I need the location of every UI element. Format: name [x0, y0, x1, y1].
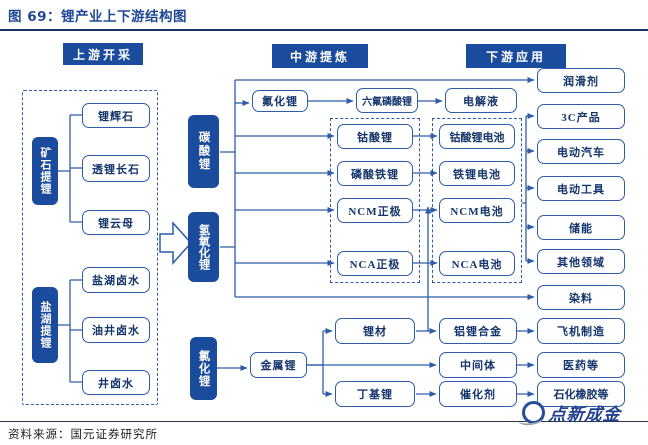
node-nca-cathode: NCA正极 — [337, 251, 413, 276]
node-brine-extraction: 盐湖提锂 — [32, 287, 58, 363]
node-salt-lake-brine: 盐湖卤水 — [82, 267, 150, 293]
cathode-group-frame — [330, 118, 420, 283]
node-lubricant: 润滑剂 — [537, 68, 625, 93]
node-ev: 电动汽车 — [537, 139, 625, 164]
node-ore-extraction: 矿石提锂 — [32, 137, 58, 205]
node-electrolyte: 电解液 — [445, 88, 517, 113]
node-3c-products: 3C产品 — [537, 104, 625, 129]
node-lipf6: 六氟磷酸锂 — [356, 88, 418, 113]
node-spodumene: 锂辉石 — [82, 103, 150, 128]
node-oil-well-brine: 油井卤水 — [82, 317, 150, 343]
node-intermediate: 中间体 — [439, 352, 517, 378]
node-catalyst: 催化剂 — [439, 381, 517, 407]
title-divider — [0, 29, 648, 31]
stage-badge-upstream: 上游开采 — [63, 43, 143, 65]
node-petalite: 透锂长石 — [82, 155, 150, 182]
node-other-fields: 其他领域 — [537, 249, 625, 274]
node-well-brine: 井卤水 — [82, 370, 150, 395]
figure-title: 图 69：锂产业上下游结构图 — [8, 9, 187, 25]
node-lco-cathode: 钴酸锂 — [337, 124, 413, 149]
watermark: 点新成金 — [522, 400, 622, 425]
node-butyllithium: 丁基锂 — [335, 381, 415, 407]
node-lithium-hydroxide: 氢氧化锂 — [188, 212, 219, 282]
footer-divider — [0, 421, 648, 423]
node-nca-battery: NCA电池 — [439, 251, 515, 276]
source-note: 资料来源：国元证券研究所 — [8, 429, 158, 441]
node-energy-storage: 储能 — [537, 215, 625, 240]
stage-badge-downstream: 下游应用 — [466, 44, 566, 68]
node-lco-battery: 钴酸锂电池 — [439, 124, 515, 149]
node-ncm-battery: NCM电池 — [439, 198, 515, 223]
node-aircraft: 飞机制造 — [537, 318, 625, 344]
watermark-logo-icon — [522, 401, 545, 424]
flow-arrow — [159, 221, 193, 265]
node-lithium-metal: 金属锂 — [250, 352, 307, 378]
node-lithium-carbonate: 碳酸锂 — [188, 115, 219, 188]
node-petrochemical-rubber: 石化橡胶等 — [537, 381, 625, 407]
node-pharma: 医药等 — [537, 352, 625, 378]
node-ncm-cathode: NCM正极 — [337, 198, 413, 223]
node-lithium-chloride: 氯化锂 — [190, 337, 217, 400]
battery-group-frame — [432, 118, 522, 283]
node-lithium-fluoride: 氟化锂 — [252, 90, 308, 112]
watermark-text: 点新成金 — [547, 405, 622, 425]
node-lepidolite: 锂云母 — [82, 210, 150, 235]
node-power-tools: 电动工具 — [537, 176, 625, 201]
stage-badge-midstream: 中游提炼 — [272, 44, 368, 68]
node-lfp-cathode: 磷酸铁锂 — [337, 161, 413, 186]
upstream-group-frame — [22, 90, 158, 405]
node-lfp-battery: 铁锂电池 — [439, 161, 515, 186]
node-lithium-material: 锂材 — [335, 318, 415, 344]
node-al-li-alloy: 铝锂合金 — [439, 318, 517, 344]
node-dye: 染料 — [537, 285, 625, 310]
